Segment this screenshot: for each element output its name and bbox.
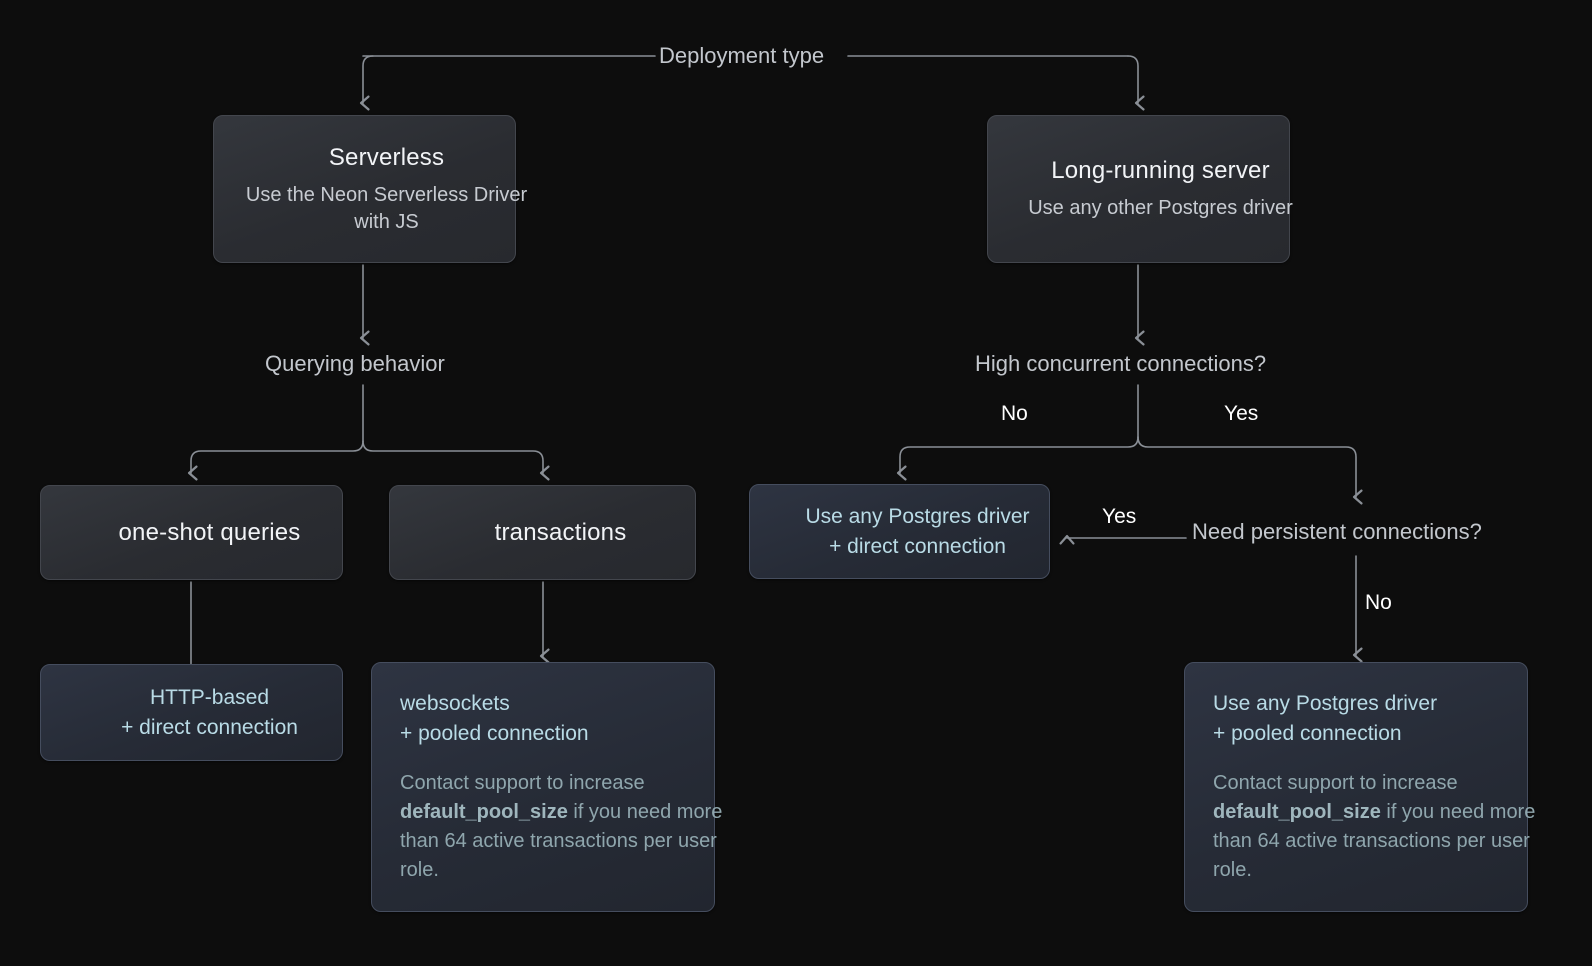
node-websockets-line1: websockets	[400, 692, 510, 716]
edge-label-no-persistent: No	[1365, 591, 1392, 614]
edge-label-no-concurrency: No	[1001, 402, 1028, 425]
note-prefix: Contact support to increase	[1213, 771, 1458, 794]
node-any-driver-pooled-connection[interactable]: Use any Postgres driver + pooled connect…	[1184, 662, 1535, 912]
node-any-driver-pooled-note: Contact support to increase default_pool…	[1213, 769, 1555, 885]
note-prefix: Contact support to increase	[400, 771, 645, 794]
note-code: default_pool_size	[1213, 800, 1381, 823]
node-http-direct-line1: HTTP-based	[149, 685, 270, 709]
node-transactions-label: transactions	[494, 518, 627, 546]
node-long-running-subtitle: Use any other Postgres driver	[1028, 197, 1293, 220]
querying-behavior-label: Querying behavior	[265, 351, 445, 376]
edge-label-yes-persistent: Yes	[1102, 505, 1137, 528]
node-any-driver-direct-connection[interactable]: Use any Postgres driver + direct connect…	[749, 484, 1050, 579]
node-one-shot-queries[interactable]: one-shot queries	[40, 485, 343, 580]
node-long-running-title: Long-running server	[1051, 157, 1270, 185]
node-one-shot-queries-label: one-shot queries	[118, 518, 301, 546]
node-any-driver-direct-line1: Use any Postgres driver	[805, 504, 1030, 528]
node-transactions[interactable]: transactions	[389, 485, 696, 580]
node-any-driver-pooled-line1: Use any Postgres driver	[1213, 692, 1438, 716]
node-long-running-server[interactable]: Long-running server Use any other Postgr…	[987, 115, 1293, 263]
high-concurrent-connections-label: High concurrent connections?	[975, 351, 1267, 376]
need-persistent-connections-label: Need persistent connections?	[1192, 519, 1482, 544]
node-http-direct-line2: + direct connection	[121, 715, 298, 739]
node-serverless-subtitle: Use the Neon Serverless Driver with JS	[245, 184, 528, 233]
node-http-direct-connection[interactable]: HTTP-based + direct connection	[40, 664, 343, 761]
root-question-label: Deployment type	[659, 43, 825, 68]
node-websockets-note: Contact support to increase default_pool…	[400, 769, 742, 885]
node-any-driver-pooled-line2: + pooled connection	[1213, 722, 1402, 745]
node-serverless[interactable]: Serverless Use the Neon Serverless Drive…	[213, 115, 527, 263]
node-serverless-title: Serverless	[328, 144, 445, 172]
node-websockets-line2: + pooled connection	[400, 722, 589, 745]
edge-label-yes-concurrency: Yes	[1224, 402, 1259, 425]
note-suffix: if you need more than 64 active transact…	[400, 800, 723, 881]
note-code: default_pool_size	[400, 800, 568, 823]
node-websockets-pooled-connection[interactable]: websockets + pooled connection Contact s…	[371, 662, 722, 912]
note-suffix: if you need more than 64 active transact…	[1213, 800, 1536, 881]
node-any-driver-direct-line2: + direct connection	[829, 534, 1006, 558]
